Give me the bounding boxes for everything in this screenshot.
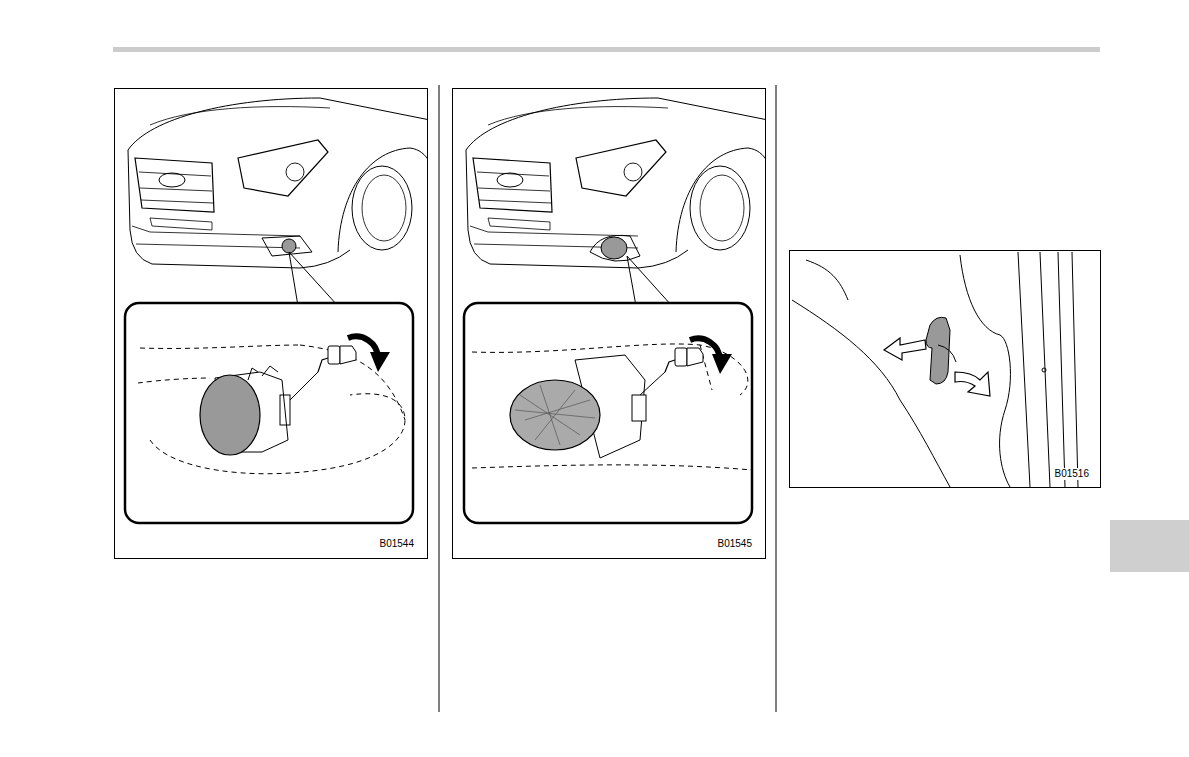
cover-clip-figure xyxy=(790,251,1101,488)
figure-code: B01544 xyxy=(379,538,415,550)
fog-lamp-figure-1 xyxy=(115,89,437,559)
header-rule xyxy=(113,47,1100,52)
column-rule xyxy=(439,85,440,712)
figure-code: B01545 xyxy=(717,538,753,550)
section-tab xyxy=(1110,520,1189,572)
fog-lamp-figure-2 xyxy=(453,89,775,559)
column-rule xyxy=(776,85,777,712)
figure-code: B01516 xyxy=(1054,468,1090,480)
